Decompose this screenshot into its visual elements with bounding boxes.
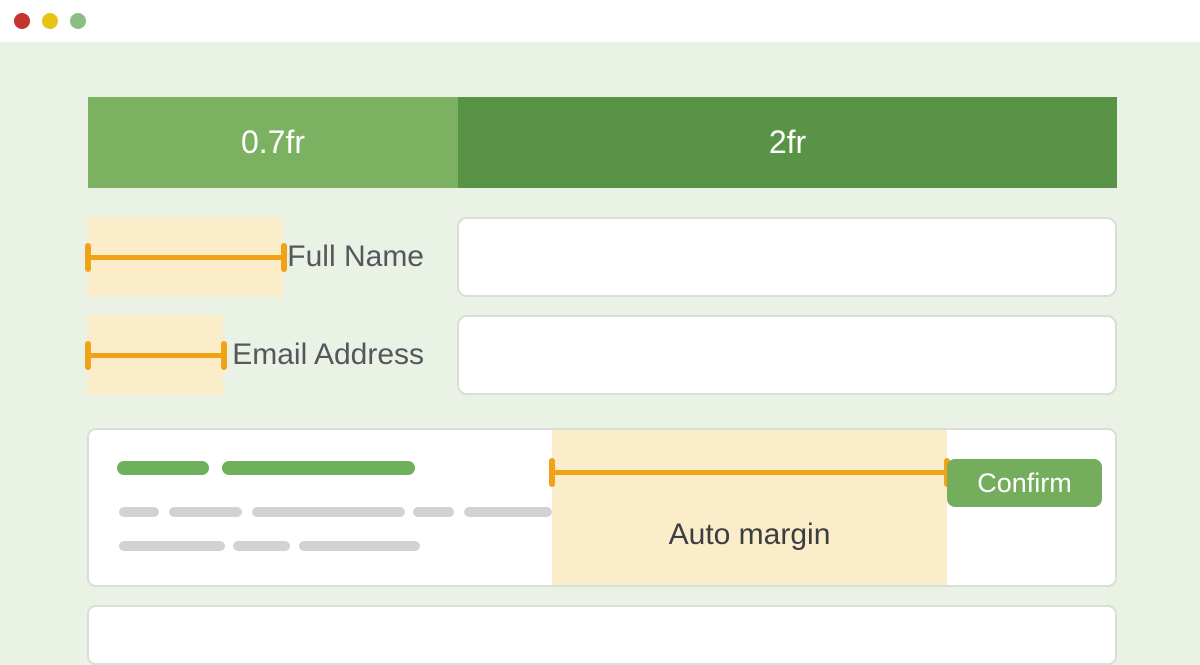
margin-ruler-full-name xyxy=(85,243,287,272)
email-input[interactable] xyxy=(457,315,1117,395)
email-label: Email Address xyxy=(232,338,424,371)
skeleton-text-bar xyxy=(233,541,290,551)
ruler-tick-left xyxy=(85,341,91,370)
ruler-line xyxy=(552,470,947,475)
skeleton-text-bar xyxy=(252,507,405,517)
ruler-tick-right xyxy=(281,243,287,272)
auto-margin-label: Auto margin xyxy=(668,518,831,551)
full-name-input[interactable] xyxy=(457,217,1117,297)
grid-column-2fr: 2fr xyxy=(458,97,1117,188)
skeleton-text-bar xyxy=(464,507,552,517)
grid-columns-header: 0.7fr 2fr xyxy=(88,97,1117,188)
auto-margin-ruler xyxy=(549,458,950,487)
content-card: Auto margin Confirm xyxy=(87,428,1117,587)
traffic-light-red-icon[interactable] xyxy=(14,13,30,29)
grid-column-0-7fr-label: 0.7fr xyxy=(240,124,306,160)
form-row-full-name: Full Name xyxy=(85,217,1117,297)
skeleton-text-bar xyxy=(119,541,225,551)
skeleton-green-bar xyxy=(222,461,415,475)
skeleton-text-bar xyxy=(169,507,242,517)
grid-column-0-7fr: 0.7fr xyxy=(88,97,458,188)
skeleton-text-bar xyxy=(413,507,454,517)
ruler-tick-right xyxy=(221,341,227,370)
skeleton-text-bar xyxy=(119,507,159,517)
ruler-tick-left xyxy=(549,458,555,487)
traffic-light-green-icon[interactable] xyxy=(70,13,86,29)
confirm-button[interactable]: Confirm xyxy=(947,459,1102,507)
form-row-email: Email Address xyxy=(85,315,1117,395)
auto-margin-highlight: Auto margin xyxy=(552,430,947,585)
skeleton-text-bar xyxy=(299,541,420,551)
ruler-line xyxy=(88,353,224,358)
window-titlebar xyxy=(0,0,1200,42)
ruler-tick-left xyxy=(85,243,91,272)
full-name-label: Full Name xyxy=(287,240,424,273)
traffic-light-yellow-icon[interactable] xyxy=(42,13,58,29)
grid-column-2fr-label: 2fr xyxy=(768,124,807,160)
margin-ruler-email xyxy=(85,341,227,370)
ruler-line xyxy=(88,255,284,260)
next-card xyxy=(87,605,1117,665)
skeleton-green-bar xyxy=(117,461,209,475)
